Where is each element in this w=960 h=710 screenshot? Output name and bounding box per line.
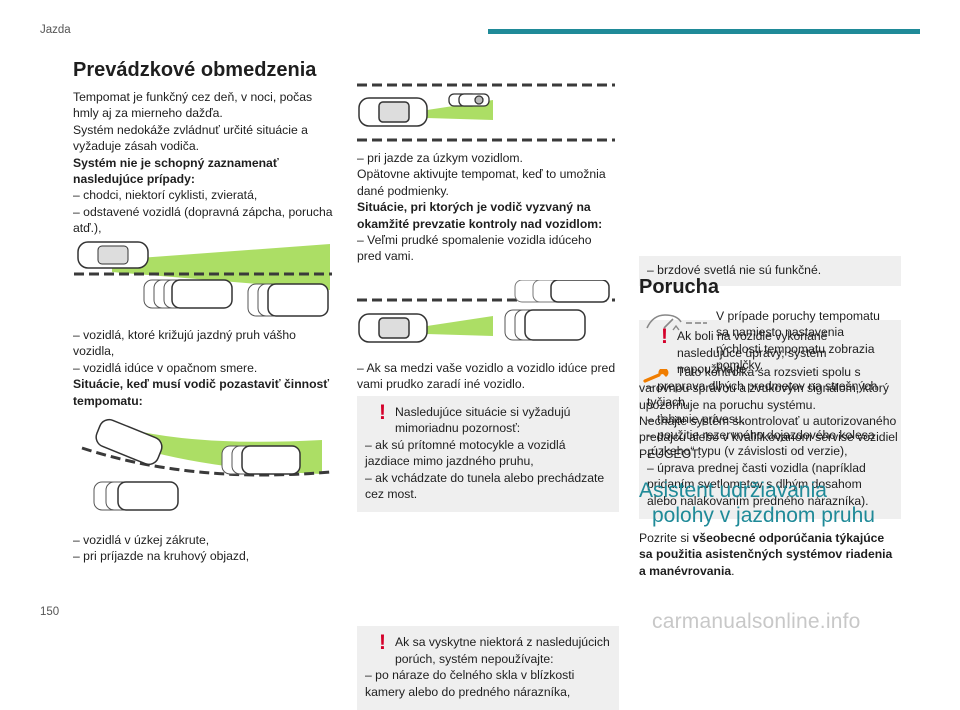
title-line: polohy v jazdnom pruhu bbox=[652, 504, 875, 527]
paragraph: V prípade poruchy tempomatu sa namiesto … bbox=[716, 309, 880, 373]
list-item: – vozidlá, ktoré križujú jazdný pruh váš… bbox=[73, 328, 296, 359]
car-icon bbox=[95, 418, 163, 466]
column-2-continued: – Ak sa medzi vaše vozidlo a vozidlo idú… bbox=[357, 360, 619, 393]
list-item: – preprava dlhých predmetov na strešných… bbox=[647, 378, 878, 410]
list-item: – ak vchádzate do tunela alebo prechádza… bbox=[365, 470, 605, 502]
running-header: Jazda bbox=[40, 24, 71, 36]
list-item: – Veľmi prudké spomalenie vozidla idúceh… bbox=[357, 233, 592, 264]
paragraph: Tempomat je funkčný cez deň, v noci, poč… bbox=[73, 90, 313, 121]
warning-icon: ! bbox=[379, 401, 386, 424]
fault-paragraph-3: Nechajte systém skontrolovať u autorizov… bbox=[639, 413, 901, 462]
fault-paragraph-2: Táto kontrolka sa rozsvieti spolu s varo… bbox=[639, 364, 901, 413]
list-item: – pri jazde za úzkym vozidlom. bbox=[357, 151, 523, 165]
list-item: – vozidlá idúce v opačnom smere. bbox=[73, 360, 258, 375]
list-item: – použitie rezervného dojazdového kolesa… bbox=[647, 427, 875, 459]
paragraph: Táto kontrolka sa rozsvieti spolu s varo… bbox=[639, 365, 889, 412]
car-icon bbox=[504, 309, 586, 341]
speed-dashes-display-icon bbox=[646, 314, 707, 331]
car-icon bbox=[247, 283, 329, 317]
warning-icon: ! bbox=[661, 325, 668, 349]
section-title: Prevádzkové obmedzenia bbox=[73, 59, 317, 81]
text: Pozrite si bbox=[639, 531, 693, 545]
header-accent-bar bbox=[488, 29, 920, 34]
bold-paragraph: Situácie, keď musí vodič pozastaviť činn… bbox=[73, 377, 330, 408]
section-title-lane-assist: Asistent udržiavania polohy v jazdnom pr… bbox=[639, 478, 901, 528]
car-icon bbox=[77, 241, 149, 269]
list-item: – pri príjazde na kruhový objazd, bbox=[73, 549, 250, 564]
column-1-end: – vozidlá v úzkej zákrute, – pri príjazd… bbox=[73, 532, 335, 565]
paragraph: Opätovne aktivujte tempomat, keď to umož… bbox=[357, 167, 606, 198]
page-number: 150 bbox=[40, 606, 60, 618]
car-icon bbox=[514, 280, 610, 303]
bold-paragraph: Systém nie je schopný zaznamenať nasledu… bbox=[73, 155, 279, 187]
column-2: – pri jazde za úzkym vozidlom. Opätovne … bbox=[357, 150, 619, 265]
wrench-warning-lamp-icon bbox=[643, 369, 669, 383]
list-item: – brzdové svetlá nie sú funkčné. bbox=[647, 263, 822, 278]
list-item: – po náraze do čelného skla v blízkosti … bbox=[365, 668, 575, 699]
paragraph: Nechajte systém skontrolovať u autorizov… bbox=[639, 414, 898, 461]
car-icon bbox=[93, 481, 179, 511]
list-item: – ťahanie prívesu, bbox=[647, 411, 746, 426]
warning-box: ! Ak sa vyskytne niektorá z nasledujúcic… bbox=[357, 626, 619, 710]
column-1: Prevádzkové obmedzenia Tempomat je funkč… bbox=[73, 58, 335, 237]
warning-icon: ! bbox=[379, 631, 386, 655]
warning-box: ! Nasledujúce situácie si vyžadujú mimor… bbox=[357, 396, 619, 513]
list-item: – chodci, niektorí cyklisti, zvieratá, bbox=[73, 188, 258, 203]
car-icon bbox=[221, 445, 301, 475]
list-item: – vozidlá v úzkej zákrute, bbox=[73, 533, 210, 547]
illustration-cut-in-vehicle bbox=[357, 280, 615, 343]
car-icon bbox=[143, 279, 233, 309]
watermark: carmanualsonline.info bbox=[652, 610, 861, 633]
bold-paragraph: Situácie, pri ktorých je vodič vyzvaný n… bbox=[357, 200, 603, 231]
column-1-continued: – vozidlá, ktoré križujú jazdný pruh váš… bbox=[73, 327, 335, 409]
continued-box: – brzdové svetlá nie sú funkčné. bbox=[639, 256, 901, 287]
section-title-fault: Porucha bbox=[639, 276, 720, 298]
illustration-narrow-bend bbox=[81, 418, 331, 511]
bold-text: všeobecné odporúčania týkajúce sa použit… bbox=[639, 531, 893, 578]
paragraph: Pozrite si všeobecné odporúčania týkajúc… bbox=[639, 530, 901, 579]
warning-lead: Nasledujúce situácie si vyžadujú mimoria… bbox=[395, 405, 571, 436]
lane-assist-paragraph: Pozrite si všeobecné odporúčania týkajúc… bbox=[639, 530, 901, 579]
text: . bbox=[731, 563, 735, 578]
title-line: Asistent udržiavania bbox=[639, 479, 827, 502]
illustration-narrow-vehicle bbox=[357, 83, 615, 142]
warning-lead: Ak sa vyskytne niektorá z nasledujúcich … bbox=[395, 635, 610, 666]
motorcycle-icon bbox=[448, 93, 490, 107]
list-item: – Ak sa medzi vaše vozidlo a vozidlo idú… bbox=[357, 361, 616, 392]
warning-box: ! Ak boli na vozidle vykonané nasledujúc… bbox=[639, 320, 901, 519]
paragraph: Systém nedokáže zvládnuť určité situácie… bbox=[73, 122, 308, 154]
fault-paragraph: V prípade poruchy tempomatu sa namiesto … bbox=[716, 308, 888, 374]
illustration-crossing-vehicles bbox=[74, 241, 332, 317]
list-item: – ak sú prítomné motocykle a vozidlá jaz… bbox=[365, 437, 566, 469]
warning-lead: Ak boli na vozidle vykonané nasledujúce … bbox=[677, 329, 828, 377]
list-item: – úprava prednej časti vozidla (napríkla… bbox=[647, 460, 869, 508]
list-item: – odstavené vozidlá (dopravná zápcha, po… bbox=[73, 204, 333, 236]
car-icon bbox=[358, 313, 428, 343]
car-icon bbox=[358, 97, 428, 127]
